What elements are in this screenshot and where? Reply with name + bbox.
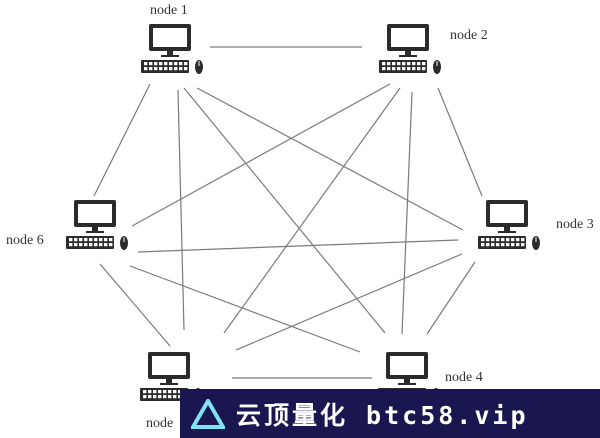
node-1: node 1: [141, 3, 203, 74]
edge-node-1-node-4: [183, 87, 386, 334]
edge-node-1-node-6: [93, 83, 151, 197]
edge-node-1-node-5: [177, 89, 185, 331]
node-3-label: node 3: [556, 217, 594, 232]
edge-node-2-node-5: [223, 87, 401, 334]
edge-node-5-node-6: [99, 263, 171, 347]
node-3: node 3: [478, 200, 594, 250]
watermark-bar: 云顶量化 btc58.vip: [180, 389, 600, 438]
edges: [93, 46, 483, 379]
edge-node-2-node-3: [437, 87, 483, 197]
watermark-text: 云顶量化 btc58.vip: [236, 400, 529, 430]
nodes: node 1 node 2 node 3 node 4 node node 6: [6, 3, 594, 431]
node-1-label: node 1: [150, 3, 188, 18]
node-6: node 6: [6, 200, 128, 250]
computer-icon: [66, 200, 128, 250]
edge-node-4-node-6: [129, 265, 361, 353]
node-4-label: node 4: [445, 370, 483, 385]
edge-node-1-node-3: [196, 87, 464, 231]
computer-icon: [478, 200, 540, 250]
edge-node-2-node-6: [131, 83, 391, 227]
node-6-label: node 6: [6, 233, 44, 248]
edge-node-3-node-4: [426, 261, 476, 335]
node-2-label: node 2: [450, 28, 488, 43]
edge-node-2-node-4: [401, 91, 413, 335]
edge-node-3-node-6: [137, 239, 459, 253]
computer-icon: [379, 24, 441, 74]
node-2: node 2: [379, 24, 488, 74]
edge-node-3-node-5: [235, 253, 463, 351]
node-5-label: node: [146, 416, 173, 431]
computer-icon: [141, 24, 203, 74]
triangle-logo-icon: [180, 389, 236, 438]
